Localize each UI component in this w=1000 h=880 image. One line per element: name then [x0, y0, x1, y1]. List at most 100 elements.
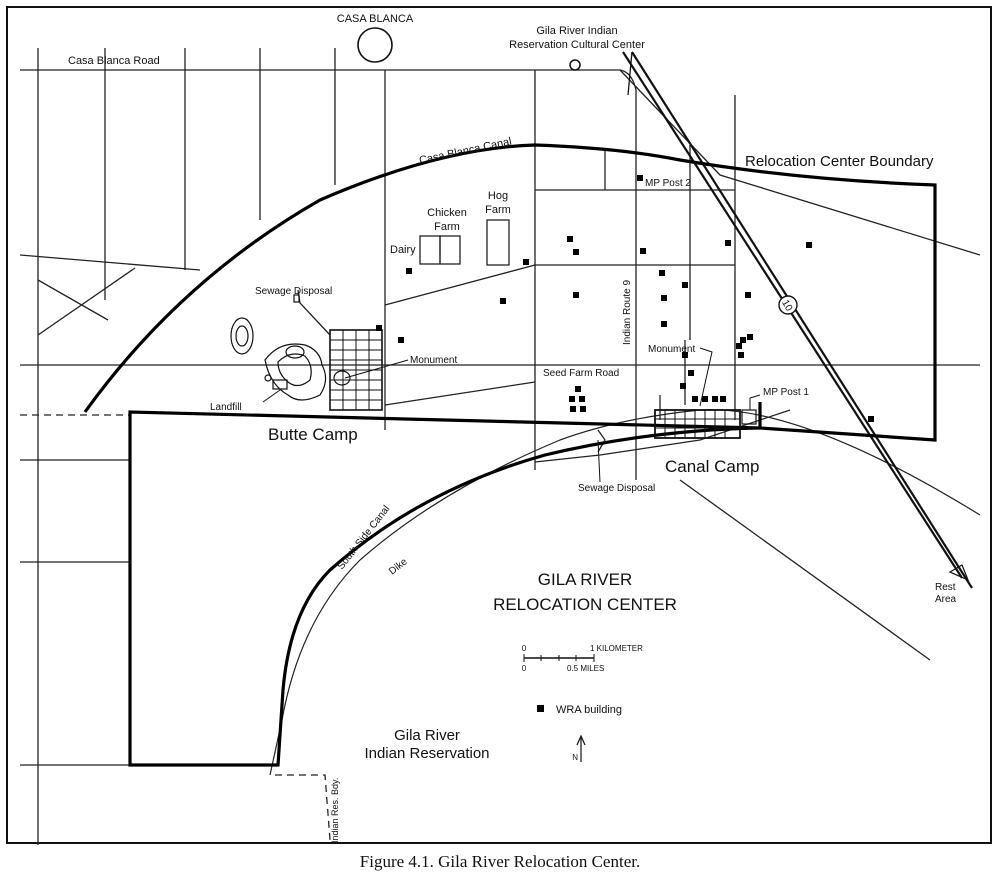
label-south-side-canal: South Side Canal [336, 504, 393, 572]
wra-building [682, 352, 688, 358]
label-cultural-center-1: Gila River Indian [536, 25, 617, 37]
label-hog-farm-1: Hog [488, 190, 508, 202]
label-title-1: GILA RIVER [538, 570, 632, 589]
label-sewage-disposal-s: Sewage Disposal [578, 483, 655, 494]
wra-building [569, 396, 575, 402]
road-y265w [384, 264, 536, 306]
wra-building [573, 292, 579, 298]
label-landfill: Landfill [210, 402, 242, 413]
wra-building [661, 321, 667, 327]
label-casa-blanca-canal: Casa Blanca Canal [418, 136, 513, 167]
label-sewage-disposal-n: Sewage Disposal [255, 286, 332, 297]
legend-wra-square [537, 705, 544, 712]
scale-mi-label: 0.5 MILES [567, 664, 604, 673]
label-casa-blanca: CASA BLANCA [337, 13, 414, 25]
wra-building [712, 396, 718, 402]
label-canal-camp: Canal Camp [665, 457, 760, 476]
dashed-res-bdy [275, 774, 331, 841]
leader-lines [262, 347, 761, 483]
label-monument-butte: Monument [410, 355, 457, 366]
wra-building [640, 248, 646, 254]
scale-km-zero: 0 [522, 644, 527, 653]
wra-building [868, 416, 874, 422]
sewage-disposal-n-box [293, 294, 300, 303]
figure-caption: Figure 4.1. Gila River Relocation Center… [359, 852, 641, 871]
cultural-center-marker [569, 59, 581, 71]
label-chicken-farm-2: Farm [434, 221, 460, 233]
road-y405 [384, 381, 536, 406]
label-indian-route-9: Indian Route 9 [622, 280, 633, 345]
wra-building [398, 337, 404, 343]
sewage-road-s [597, 429, 606, 453]
canal-camp-edge [534, 409, 791, 463]
wra-building [702, 396, 708, 402]
label-hog-farm-2: Farm [485, 204, 511, 216]
wra-building [738, 352, 744, 358]
butte-camp-grid [329, 329, 383, 411]
svg-text:10: 10 [779, 298, 794, 314]
hill-1 [230, 317, 254, 355]
road-w-y [19, 254, 201, 271]
label-rest-area-1: Rest [935, 582, 956, 593]
legend: WRA building [537, 704, 622, 716]
wra-building [720, 396, 726, 402]
casa-blanca-circle [357, 27, 393, 63]
label-indian-res-bdy: Indian Res. Bdy. [330, 778, 340, 843]
wra-building [682, 282, 688, 288]
north-label: N [572, 753, 578, 762]
label-butte-camp: Butte Camp [268, 425, 358, 444]
interstate-shield: 10 [778, 295, 798, 315]
wra-building [523, 259, 529, 265]
farm-plots [419, 219, 510, 266]
hog-farm [486, 219, 510, 266]
legend-wra-label: WRA building [556, 704, 622, 716]
interstate-10 [622, 51, 973, 589]
label-title-2: RELOCATION CENTER [493, 595, 677, 614]
road-nw-diag [37, 267, 136, 336]
dike-line [269, 409, 981, 776]
wra-building [575, 386, 581, 392]
wra-building [659, 270, 665, 276]
wra-building [500, 298, 506, 304]
wra-building [747, 334, 753, 340]
label-dike: Dike [387, 556, 410, 577]
label-boundary: Relocation Center Boundary [745, 153, 934, 170]
relocation-center-boundary [83, 143, 937, 767]
road-w-diag [37, 279, 109, 321]
scale-mi-zero: 0 [522, 664, 527, 673]
road-e [619, 69, 981, 256]
wra-building [580, 406, 586, 412]
canal-camp-grid [654, 409, 757, 439]
hill-2 [264, 343, 327, 401]
sewage-road-n [297, 289, 331, 336]
landfill-box [272, 379, 288, 390]
label-monument-canal: Monument [648, 344, 695, 355]
wra-building [806, 242, 812, 248]
wra-building [725, 240, 731, 246]
label-cultural-center-2: Reservation Cultural Center [509, 39, 645, 51]
wra-building [688, 370, 694, 376]
relocation-center-map: 10 [19, 13, 981, 845]
chicken-farm-2 [439, 235, 461, 265]
wra-building [376, 325, 382, 331]
label-reservation-2: Indian Reservation [364, 745, 489, 762]
label-casa-blanca-road: Casa Blanca Road [68, 55, 160, 67]
label-dairy: Dairy [390, 244, 416, 256]
rest-area [948, 564, 970, 582]
wra-building [567, 236, 573, 242]
hill-3 [333, 370, 351, 386]
label-mp-post-2: MP Post 2 [645, 178, 691, 189]
scale-bar: 0 1 KILOMETER 0 0.5 MILES [522, 644, 643, 673]
wra-building [740, 337, 746, 343]
wra-building [661, 295, 667, 301]
wra-building [680, 383, 686, 389]
label-rest-area-2: Area [935, 594, 957, 605]
wra-building [579, 396, 585, 402]
wra-building [573, 249, 579, 255]
scale-km-label: 1 KILOMETER [590, 644, 643, 653]
label-chicken-farm-1: Chicken [427, 207, 467, 219]
wra-building [745, 292, 751, 298]
label-seed-farm-road: Seed Farm Road [543, 368, 619, 379]
north-arrow: N [572, 734, 586, 762]
label-reservation-1: Gila River [394, 727, 460, 744]
